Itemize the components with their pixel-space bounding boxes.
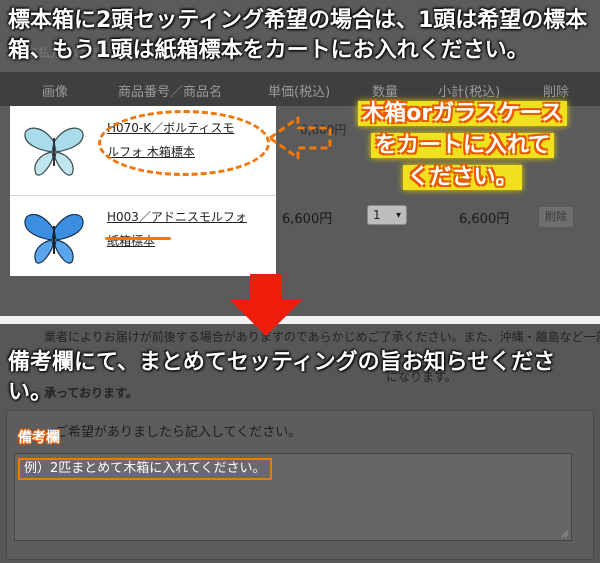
callout-line: 木箱orガラスケース bbox=[358, 101, 567, 126]
column-image: 画像 bbox=[42, 85, 69, 100]
subtotal-price: 6,600円 bbox=[459, 212, 510, 227]
resize-handle-icon[interactable] bbox=[561, 530, 569, 538]
remarks-section: 業者によりお届けが前後する場合がありますのであらかじめご了承ください。また、沖縄… bbox=[0, 324, 600, 563]
column-quantity: 数量 bbox=[372, 85, 399, 100]
remarks-textarea[interactable]: 例）2匹まとめて木箱に入れてください。 bbox=[14, 453, 572, 541]
item-name-link[interactable]: H003／アドニスモルフォ 紙箱標本 bbox=[107, 210, 247, 248]
faint-note-line: 業者によりお届けが前後する場合がありますのであらかじめご了承ください。また、沖縄… bbox=[44, 330, 600, 344]
callout-line: をカートに入れて bbox=[370, 133, 555, 158]
remarks-box: ご希望がありましたら記入してください。 備考欄 例）2匹まとめて木箱に入れてくだ… bbox=[6, 410, 594, 560]
quantity-value: 1 bbox=[373, 208, 381, 222]
cart-rows: H070-K／ボルティスモルフォ 木箱標本 H003／アドニスモルフォ 紙箱標本 bbox=[10, 106, 276, 276]
highlight-ellipse bbox=[98, 110, 270, 176]
instruction-heading: 備考欄にて、まとめてセッティングの旨お知らせください。 bbox=[8, 350, 556, 405]
unit-price: 6,600円 bbox=[282, 212, 333, 227]
arrow-down-icon bbox=[230, 274, 302, 336]
column-delete: 削除 bbox=[543, 85, 570, 100]
delete-button[interactable]: 削除 bbox=[539, 207, 573, 227]
section-divider bbox=[0, 316, 600, 324]
callout-text: 木箱orガラスケース をカートに入れて ください。 bbox=[335, 98, 590, 194]
remarks-label: 備考欄 bbox=[18, 430, 60, 446]
faint-background-text: お支払方法は商品カートにて bbox=[14, 46, 171, 60]
row-divider bbox=[10, 195, 276, 196]
butterfly-pale-icon[interactable] bbox=[22, 122, 86, 180]
quantity-select[interactable]: 1 ▾ bbox=[367, 205, 407, 225]
callout-line: ください。 bbox=[403, 165, 522, 190]
arrow-left-icon bbox=[268, 116, 332, 160]
chevron-down-icon: ▾ bbox=[395, 209, 401, 221]
cart-table-header: 画像 商品番号／商品名 単価(税込) 数量 小計(税込) 削除 bbox=[0, 72, 600, 106]
column-unit-price: 単価(税込) bbox=[268, 85, 331, 100]
faint-note-line: 承っております。 bbox=[44, 386, 138, 400]
instruction-heading: 標本箱に2頭セッティング希望の場合は、1頭は希望の標本箱、もう1頭は紙箱標本をカ… bbox=[8, 8, 588, 63]
column-product: 商品番号／商品名 bbox=[118, 85, 223, 100]
remarks-hint: ご希望がありましたら記入してください。 bbox=[55, 425, 302, 440]
column-subtotal: 小計(税込) bbox=[438, 85, 501, 100]
highlight-underline bbox=[105, 237, 171, 240]
remarks-example-text: 例）2匹まとめて木箱に入れてください。 bbox=[18, 458, 272, 480]
cart-section: お支払方法は商品カートにて 画像 商品番号／商品名 単価(税込) 数量 小計(税… bbox=[0, 8, 600, 276]
faint-note-line: になります。 bbox=[386, 370, 457, 384]
butterfly-blue-icon[interactable] bbox=[22, 208, 86, 268]
